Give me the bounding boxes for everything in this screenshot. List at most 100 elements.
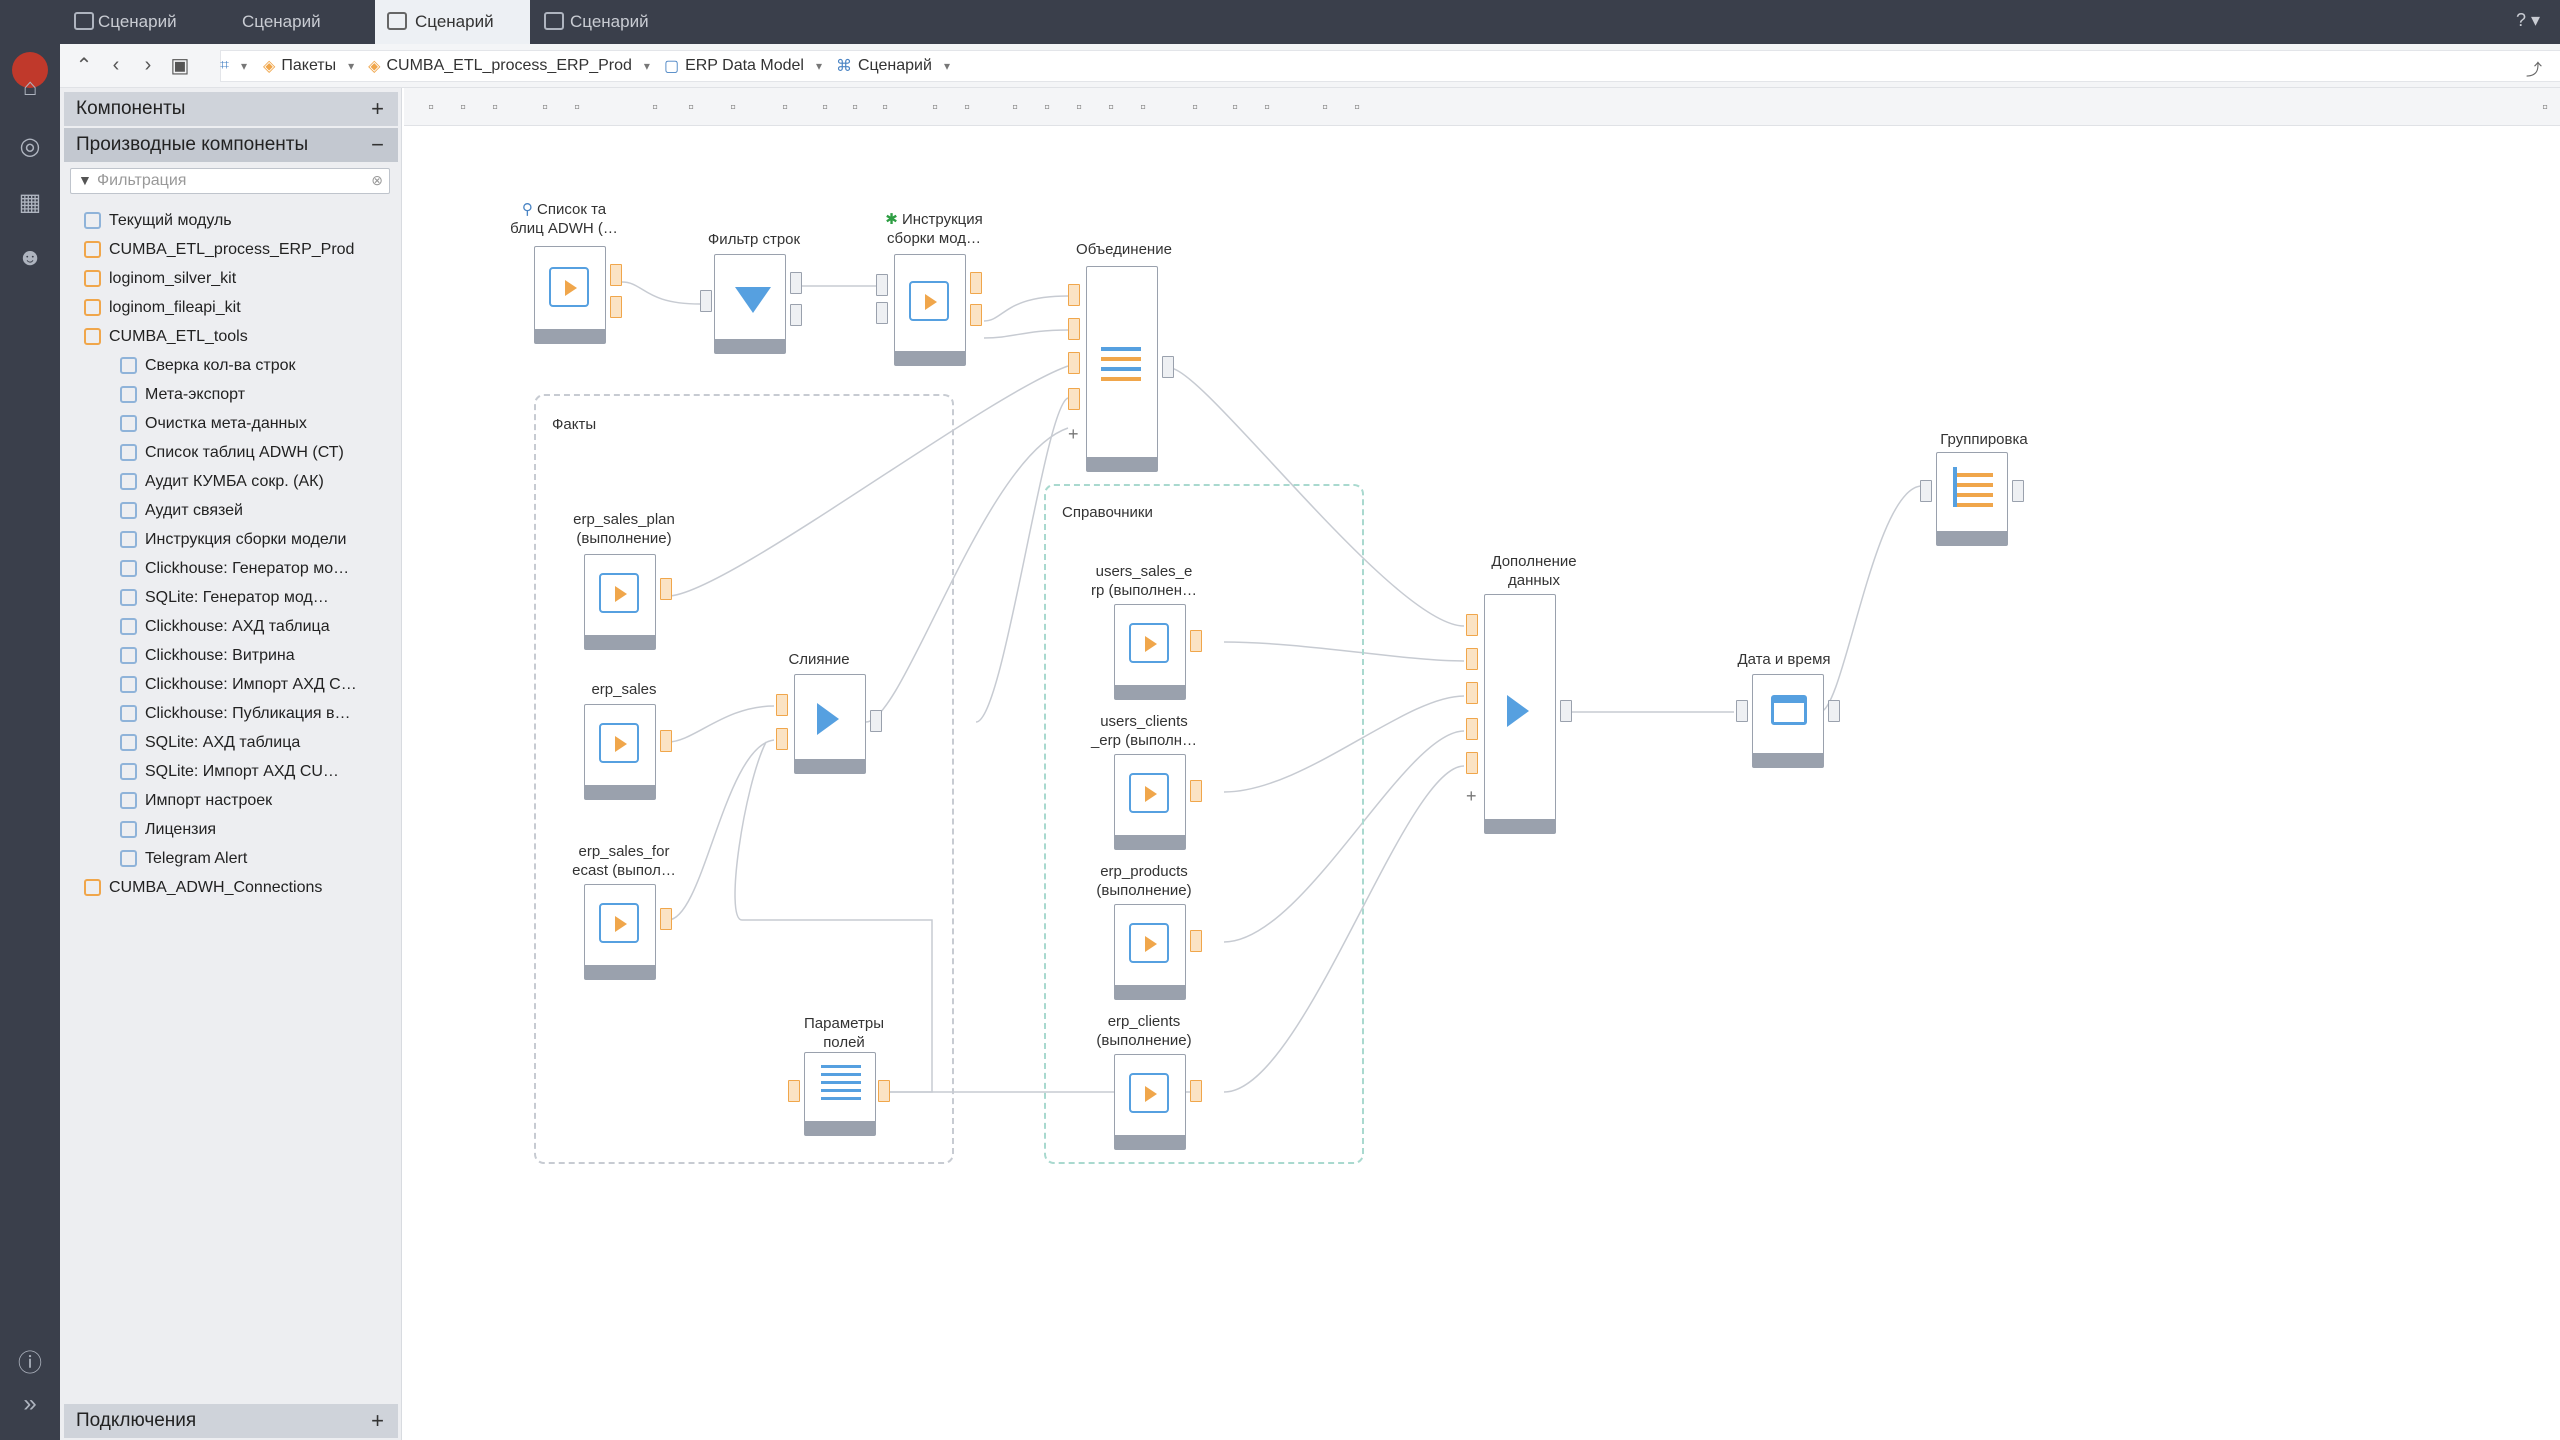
node-union[interactable] <box>1086 266 1158 472</box>
stop-icon[interactable]: ▫ <box>964 99 970 116</box>
output-port[interactable] <box>878 1080 890 1102</box>
save-icon[interactable]: ▣ <box>170 55 190 77</box>
run-step-icon[interactable]: ▫ <box>852 99 858 116</box>
group-icon[interactable]: ▫ <box>730 99 736 116</box>
tree-item[interactable]: Текущий модуль <box>70 206 400 235</box>
connections-header[interactable]: Подключения + <box>64 1404 398 1438</box>
breadcrumb-packages[interactable]: ⌗▾ ◈ Пакеты▾ <box>220 56 354 76</box>
pin-icon[interactable]: ▫ <box>1322 99 1328 116</box>
group-refs[interactable] <box>1044 484 1364 1164</box>
tree-item[interactable]: Clickhouse: АХД таблица <box>70 612 400 641</box>
tab-scenario-2[interactable]: Сценарий <box>210 0 370 44</box>
tree-item[interactable]: Сверка кол-ва строк <box>70 351 400 380</box>
settings-icon[interactable]: ▫ <box>932 99 938 116</box>
list-icon[interactable]: ▫ <box>574 99 580 116</box>
tree-item[interactable]: Импорт настроек <box>70 786 400 815</box>
group-facts[interactable] <box>534 394 954 1164</box>
tree-item[interactable]: SQLite: Импорт АХД CU… <box>70 757 400 786</box>
tab-scenario-3[interactable]: Сценарий <box>375 0 530 44</box>
collapse-icon[interactable]: − <box>371 132 384 157</box>
input-port[interactable] <box>1068 318 1080 340</box>
tree-item[interactable]: Clickhouse: Публикация в… <box>70 699 400 728</box>
tree-item[interactable]: Мета-экспорт <box>70 380 400 409</box>
forward-icon[interactable]: › <box>144 54 152 76</box>
input-port[interactable] <box>876 302 888 324</box>
input-port[interactable] <box>1736 700 1748 722</box>
sort-icon[interactable]: ▫ <box>782 99 788 116</box>
tree-item[interactable]: loginom_silver_kit <box>70 264 400 293</box>
tree-item[interactable]: Список таблиц ADWH (СТ) <box>70 438 400 467</box>
add-port-icon[interactable]: + <box>1466 786 1477 806</box>
node-sales-forecast[interactable] <box>584 884 656 980</box>
delete-icon[interactable]: ▫ <box>1192 99 1198 116</box>
tab-scenario-4[interactable]: Сценарий <box>540 0 700 44</box>
run-to-icon[interactable]: ▫ <box>882 99 888 116</box>
node-row-filter[interactable] <box>714 254 786 354</box>
add-icon[interactable]: + <box>371 1408 384 1433</box>
hand-icon[interactable]: ▫ <box>492 99 498 116</box>
output-port[interactable] <box>660 730 672 752</box>
node-instruction[interactable] <box>894 254 966 366</box>
tree-item[interactable]: Инструкция сборки модели <box>70 525 400 554</box>
info-icon[interactable]: ▫ <box>2542 99 2548 116</box>
tree-item[interactable]: Clickhouse: Импорт АХД С… <box>70 670 400 699</box>
node-clients[interactable] <box>1114 1054 1186 1150</box>
run-icon[interactable]: ▫ <box>822 99 828 116</box>
output-port[interactable] <box>790 272 802 294</box>
node-list-tables[interactable] <box>534 246 606 344</box>
link-icon[interactable]: ▫ <box>1232 99 1238 116</box>
output-port[interactable] <box>660 578 672 600</box>
layout-icon[interactable]: ▫ <box>688 99 694 116</box>
node-sales[interactable] <box>584 704 656 800</box>
input-port[interactable] <box>876 274 888 296</box>
output-port[interactable] <box>610 296 622 318</box>
output-port[interactable] <box>790 304 802 326</box>
input-port[interactable] <box>776 694 788 716</box>
fit-icon[interactable]: ▫ <box>542 99 548 116</box>
tree-item[interactable]: Аудит КУМБА сокр. (АК) <box>70 467 400 496</box>
compass-icon[interactable]: ◎ <box>19 132 41 160</box>
tree-item[interactable]: Clickhouse: Витрина <box>70 641 400 670</box>
copy-icon[interactable]: ▫ <box>1076 99 1082 116</box>
node-datetime[interactable] <box>1752 674 1824 768</box>
node-grouping[interactable] <box>1936 452 2008 546</box>
tree-item[interactable]: CUMBA_ADWH_Connections <box>70 873 400 902</box>
input-port[interactable] <box>788 1080 800 1102</box>
tree-item[interactable]: Лицензия <box>70 815 400 844</box>
input-port[interactable] <box>1466 718 1478 740</box>
input-port[interactable] <box>1466 682 1478 704</box>
breadcrumb-module[interactable]: ▢ ERP Data Model▾ <box>664 56 822 76</box>
scenario-canvas[interactable]: Факты Справочники ⚲ Список та блиц ADWH … <box>404 126 2560 1440</box>
user-settings-icon[interactable]: ☻ <box>17 244 43 271</box>
input-port[interactable] <box>1068 388 1080 410</box>
node-products[interactable] <box>1114 904 1186 1000</box>
collapse-panel-icon[interactable]: ▫ <box>428 99 434 116</box>
edit-icon[interactable]: ▫ <box>1012 99 1018 116</box>
export-icon[interactable]: ▫ <box>1354 99 1360 116</box>
output-port[interactable] <box>660 908 672 930</box>
derived-header[interactable]: Производные компоненты − <box>64 128 398 162</box>
output-port[interactable] <box>2012 480 2024 502</box>
components-header[interactable]: Компоненты + <box>64 92 398 126</box>
tree-item[interactable]: SQLite: АХД таблица <box>70 728 400 757</box>
node-users-sales[interactable] <box>1114 604 1186 700</box>
tree-item[interactable]: CUMBA_ETL_process_ERP_Prod <box>70 235 400 264</box>
input-port[interactable] <box>1466 614 1478 636</box>
back-icon[interactable]: ‹ <box>112 54 120 76</box>
input-port[interactable] <box>1068 352 1080 374</box>
unlink-icon[interactable]: ▫ <box>1264 99 1270 116</box>
input-port[interactable] <box>1068 284 1080 306</box>
app-logo[interactable] <box>12 52 48 88</box>
output-port[interactable] <box>1190 930 1202 952</box>
input-port[interactable] <box>700 290 712 312</box>
paste-icon[interactable]: ▫ <box>1108 99 1114 116</box>
output-port[interactable] <box>610 264 622 286</box>
tree-item[interactable]: loginom_fileapi_kit <box>70 293 400 322</box>
tab-scenario-1[interactable]: Сценарий <box>0 0 177 44</box>
cut-icon[interactable]: ▫ <box>1044 99 1050 116</box>
node-sales-plan[interactable] <box>584 554 656 650</box>
node-users-clients[interactable] <box>1114 754 1186 850</box>
output-port[interactable] <box>1560 700 1572 722</box>
output-port[interactable] <box>1828 700 1840 722</box>
table-icon[interactable]: ▦ <box>18 188 42 216</box>
